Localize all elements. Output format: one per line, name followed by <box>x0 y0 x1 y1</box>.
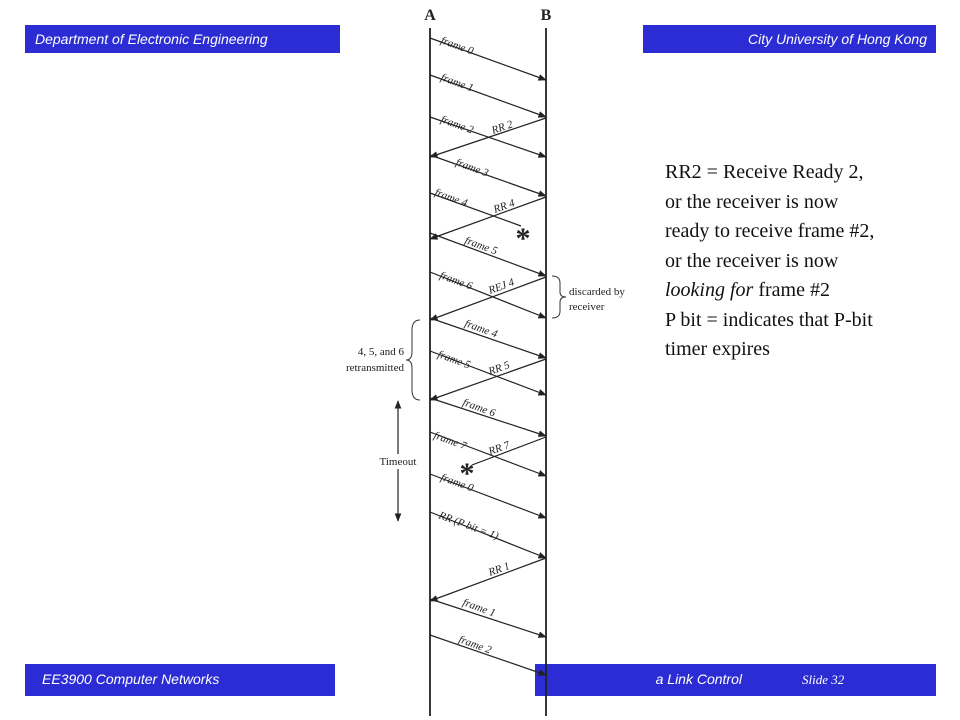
frame-arrow <box>429 511 547 559</box>
error-mark: * <box>460 457 475 490</box>
frame-label: frame 4 <box>463 318 499 341</box>
frame-label: frame 0 <box>439 35 475 58</box>
frame-label: frame 1 <box>461 597 497 620</box>
footer-topic: a Link Control <box>655 671 742 687</box>
header-university: City University of Hong Kong <box>643 25 936 53</box>
note-line: or the receiver is now <box>665 190 839 213</box>
error-mark: * <box>516 222 531 255</box>
response-arrow <box>429 358 547 401</box>
footer-course: EE3900 Computer Networks <box>25 664 335 696</box>
frame-label: frame 5 <box>436 349 472 372</box>
frame-arrow <box>429 154 547 197</box>
retransmitted-label-line2: retransmitted <box>346 362 405 374</box>
response-arrow <box>429 557 547 602</box>
frame-label: frame 6 <box>438 270 474 293</box>
header-department: Department of Electronic Engineering <box>25 25 340 53</box>
response-label: RR 1 <box>486 560 511 579</box>
retransmitted-label-line1: 4, 5, and 6 <box>358 346 405 358</box>
footer-topic-bar: a Link Control Slide 32 <box>535 664 936 696</box>
response-label: RR 4 <box>491 197 517 216</box>
response-arrow <box>429 276 547 321</box>
frame-label: RR (P bit = 1) <box>436 509 500 542</box>
note-line: timer expires <box>665 338 770 360</box>
discarded-label-line1: discarded by <box>569 286 625 298</box>
frame-label: frame 6 <box>461 397 497 420</box>
note-line: RR2 = Receive Ready 2, <box>665 161 864 183</box>
discarded-brace <box>551 275 567 319</box>
response-label: RR 2 <box>489 118 515 137</box>
frame-arrow <box>429 37 547 81</box>
frame-label: frame 4 <box>433 187 469 210</box>
frame-arrow <box>429 473 547 519</box>
timeout-label: Timeout <box>380 456 417 468</box>
timeout-label-bg <box>372 454 424 469</box>
frame-arrow <box>429 431 547 477</box>
explanation-note: RR2 = Receive Ready 2, or the receiver i… <box>665 158 955 365</box>
discarded-label-line2: receiver <box>569 301 605 313</box>
frame-label: frame 7 <box>432 430 468 453</box>
frame-arrow <box>429 232 547 277</box>
frame-arrow-lost <box>429 192 522 227</box>
slide-number: Slide 32 <box>802 672 845 687</box>
frame-label: frame 2 <box>439 114 475 137</box>
response-arrow <box>429 117 547 158</box>
frame-arrow <box>429 634 547 676</box>
note-line: P bit = indicates that P-bit <box>665 308 873 331</box>
note-line: ready to receive frame #2, <box>665 220 875 242</box>
frame-arrow <box>429 397 547 437</box>
frame-arrow <box>429 598 547 638</box>
frame-arrow <box>429 350 547 396</box>
frame-arrow <box>429 317 547 359</box>
frame-arrow <box>429 74 547 118</box>
frame-label: frame 2 <box>457 634 493 657</box>
note-line: looking for frame #2 <box>665 279 830 301</box>
frame-arrow <box>429 271 547 319</box>
note-line: or the receiver is now <box>665 249 839 272</box>
frame-label: frame 5 <box>463 235 499 258</box>
frame-label: frame 1 <box>439 72 475 95</box>
response-arrow-lost <box>471 436 547 466</box>
station-b-label: B <box>541 7 552 24</box>
retransmitted-brace <box>405 319 421 401</box>
frame-label: frame 3 <box>454 157 490 180</box>
response-arrow <box>429 196 547 240</box>
station-a-label: A <box>424 7 436 24</box>
